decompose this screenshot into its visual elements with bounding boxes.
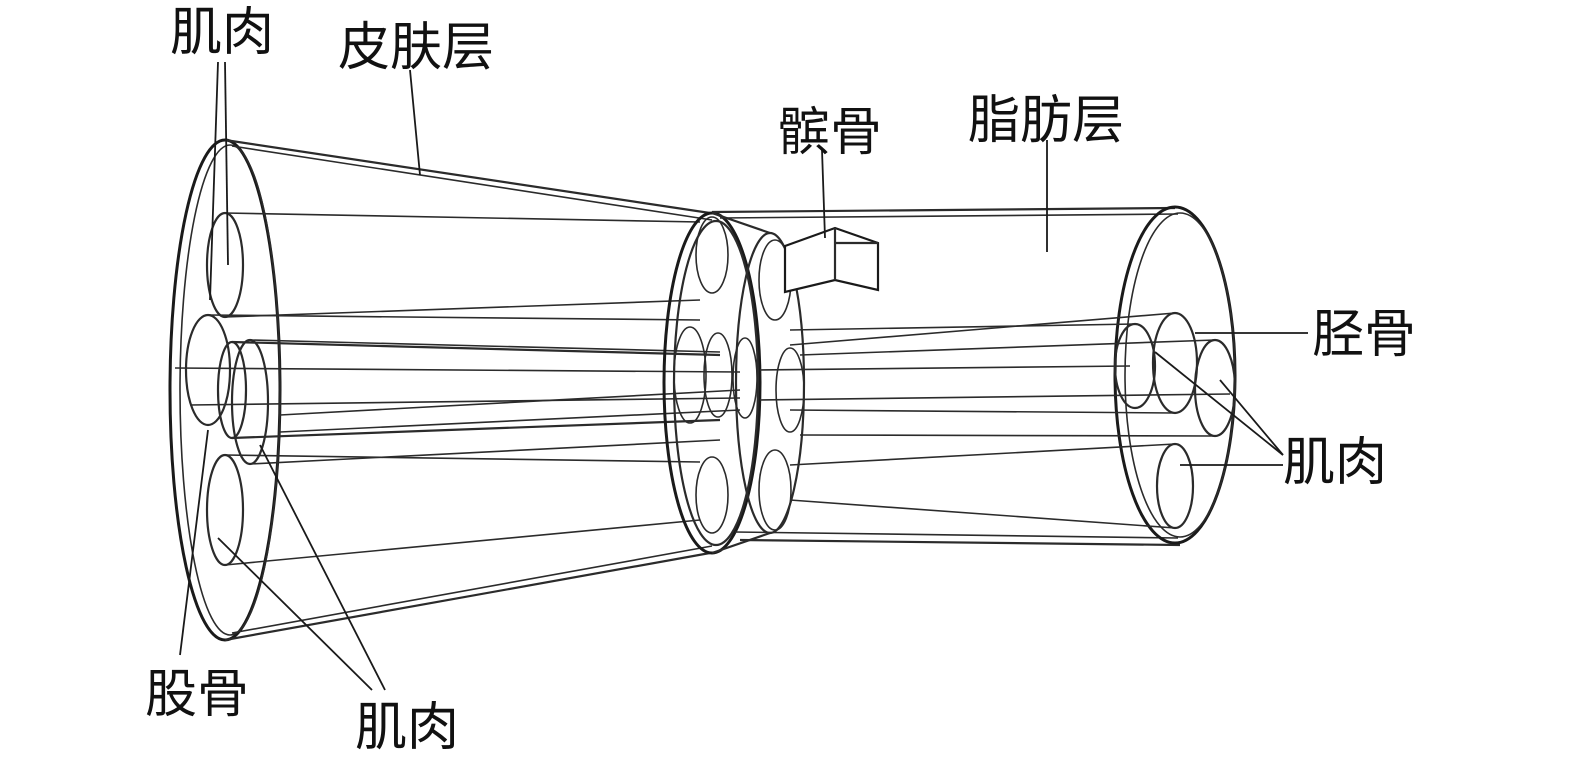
label-muscle-right: 肌肉 (1283, 433, 1387, 493)
thigh-skin-top-edge (224, 138, 711, 215)
label-muscle-bottom: 肌肉 (355, 698, 459, 758)
knee-joint (662, 211, 806, 555)
labels: 肌肉 皮肤层 髌骨 脂肪层 胫骨 肌肉 股骨 肌肉 (145, 3, 1416, 758)
leader-muscle-bottom-1 (259, 444, 386, 691)
label-patella: 髌骨 (778, 103, 882, 163)
thigh-muscle-mid (230, 338, 270, 466)
thigh-segment (168, 138, 741, 642)
label-tibia: 胫骨 (1312, 305, 1416, 365)
label-muscle-top-left: 肌肉 (170, 3, 274, 63)
label-fat-layer: 脂肪层 (968, 91, 1124, 151)
shank-top-edge (711, 206, 1176, 214)
leader-muscle-top-left (209, 61, 219, 301)
leader-muscle-bottom-2 (217, 537, 373, 691)
femur (174, 340, 741, 440)
leader-femur (179, 429, 209, 656)
label-femur: 股骨 (145, 665, 249, 725)
leader-patella (821, 149, 826, 239)
leader-lines (179, 61, 1308, 691)
leader-muscle-right-2 (1219, 379, 1284, 456)
leader-skin-layer (409, 69, 421, 176)
thigh-muscle-cylinders (184, 211, 721, 567)
patella-block (783, 226, 880, 294)
thigh-muscle-bottom (205, 453, 245, 567)
shank-muscle-cylinders (759, 311, 1237, 530)
leader-muscle-right-1 (1154, 351, 1284, 456)
thigh-skin-bottom-edge (224, 551, 711, 642)
thigh-muscle-upper (184, 313, 232, 427)
label-skin-layer: 皮肤层 (338, 18, 494, 78)
shank-segment (711, 205, 1237, 547)
shank-bottom-edge (739, 538, 1181, 547)
